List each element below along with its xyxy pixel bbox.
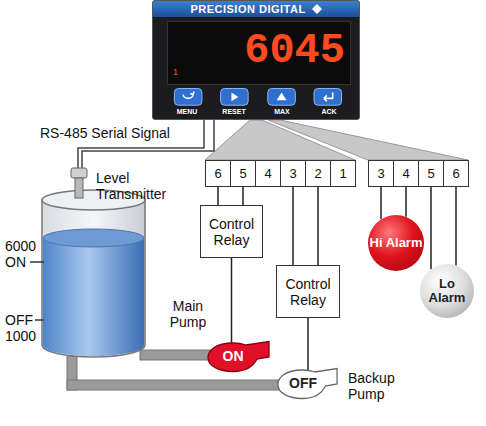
annotation: OFF 1000: [5, 312, 43, 344]
wire: [431, 187, 432, 269]
control-relay: Control Relay: [200, 205, 263, 258]
terminal: 6: [443, 160, 469, 187]
lo-alarm-light: Lo Alarm: [420, 264, 474, 318]
wire-line: [430, 187, 432, 269]
display-reading: 6045: [244, 27, 345, 75]
pump-state: ON: [209, 348, 257, 364]
pipe: [67, 380, 281, 390]
node-text: Control Relay: [204, 216, 259, 248]
button-label: MENU: [167, 108, 207, 116]
wire: [381, 187, 382, 219]
node-text: Lo Alarm: [420, 277, 474, 305]
terminal: 4: [255, 160, 281, 187]
pipe: [140, 350, 214, 360]
annotation: Main Pump: [166, 298, 210, 330]
pump-state: OFF: [279, 375, 327, 391]
wire-fan: [268, 120, 468, 160]
pump-body: [278, 369, 337, 399]
terminal: 3: [368, 160, 394, 187]
button-label: ACK: [309, 108, 349, 116]
terminal: 2: [305, 160, 331, 187]
wire: [456, 187, 457, 266]
node-text: Control Relay: [280, 276, 336, 308]
annotation: RS-485 Serial Signal: [40, 125, 200, 141]
terminal: 1: [330, 160, 356, 187]
meter-button: [174, 89, 202, 106]
wire-line: [317, 187, 319, 265]
wire-line: [217, 187, 219, 205]
wire: [218, 187, 219, 205]
terminal: 6: [205, 160, 231, 187]
node-text: 2: [314, 166, 321, 181]
transmitter-head: [71, 168, 87, 178]
node-text: 3: [377, 166, 384, 181]
pump-body: [208, 342, 269, 372]
wire: [308, 318, 309, 370]
node-text: 1: [339, 166, 346, 181]
meter-button: [221, 89, 249, 106]
wire-line: [242, 187, 244, 205]
button-icon: [231, 92, 238, 101]
indicator: 1: [173, 67, 178, 77]
node-text: 6: [452, 166, 459, 181]
wire: [318, 187, 319, 265]
annotation: Level Transmitter: [96, 170, 178, 202]
level-tick: [35, 319, 44, 321]
wire: [293, 187, 294, 265]
diamond-mark: [312, 4, 322, 14]
level-tick: [30, 261, 44, 263]
hi-alarm-light: Hi Alarm: [368, 215, 424, 271]
button-icon: [183, 91, 194, 98]
wire: [243, 187, 244, 205]
node-text: 5: [427, 166, 434, 181]
annotation: Backup Pump: [348, 370, 410, 402]
node-text: 4: [264, 166, 271, 181]
wire-line: [405, 187, 407, 217]
terminal: 5: [230, 160, 256, 187]
node-text: 4: [402, 166, 409, 181]
node-text: Hi Alarm: [370, 236, 423, 250]
meter-button: [314, 89, 342, 106]
node-text: 5: [239, 166, 246, 181]
terminal: 4: [393, 160, 419, 187]
water-surface: [43, 229, 144, 247]
panel-meter: PRECISION DIGITAL60451: [152, 0, 360, 120]
wire-line: [231, 258, 233, 343]
meter-button: [268, 89, 296, 106]
tank-water: [43, 238, 144, 356]
wire-line: [307, 318, 309, 370]
main-pump: ON: [205, 340, 271, 373]
terminal: 5: [418, 160, 444, 187]
node-text: 3: [289, 166, 296, 181]
wire: [406, 187, 407, 217]
annotation: 6000 ON: [5, 238, 43, 270]
wire-line: [380, 187, 382, 219]
wire: [231, 258, 232, 343]
terminal: 3: [280, 160, 306, 187]
button-label: MAX: [262, 108, 302, 116]
control-relay: Control Relay: [276, 265, 340, 318]
wire-line: [455, 187, 457, 266]
backup-pump: OFF: [275, 367, 339, 400]
wire-line: [292, 187, 294, 265]
transmitter-body: [75, 178, 83, 198]
node-text: 6: [214, 166, 221, 181]
button-icon: [324, 92, 333, 101]
tank: [42, 200, 145, 357]
brand-diamond: [312, 4, 322, 14]
button-label: RESET: [214, 108, 254, 116]
button-icon: [277, 92, 287, 100]
